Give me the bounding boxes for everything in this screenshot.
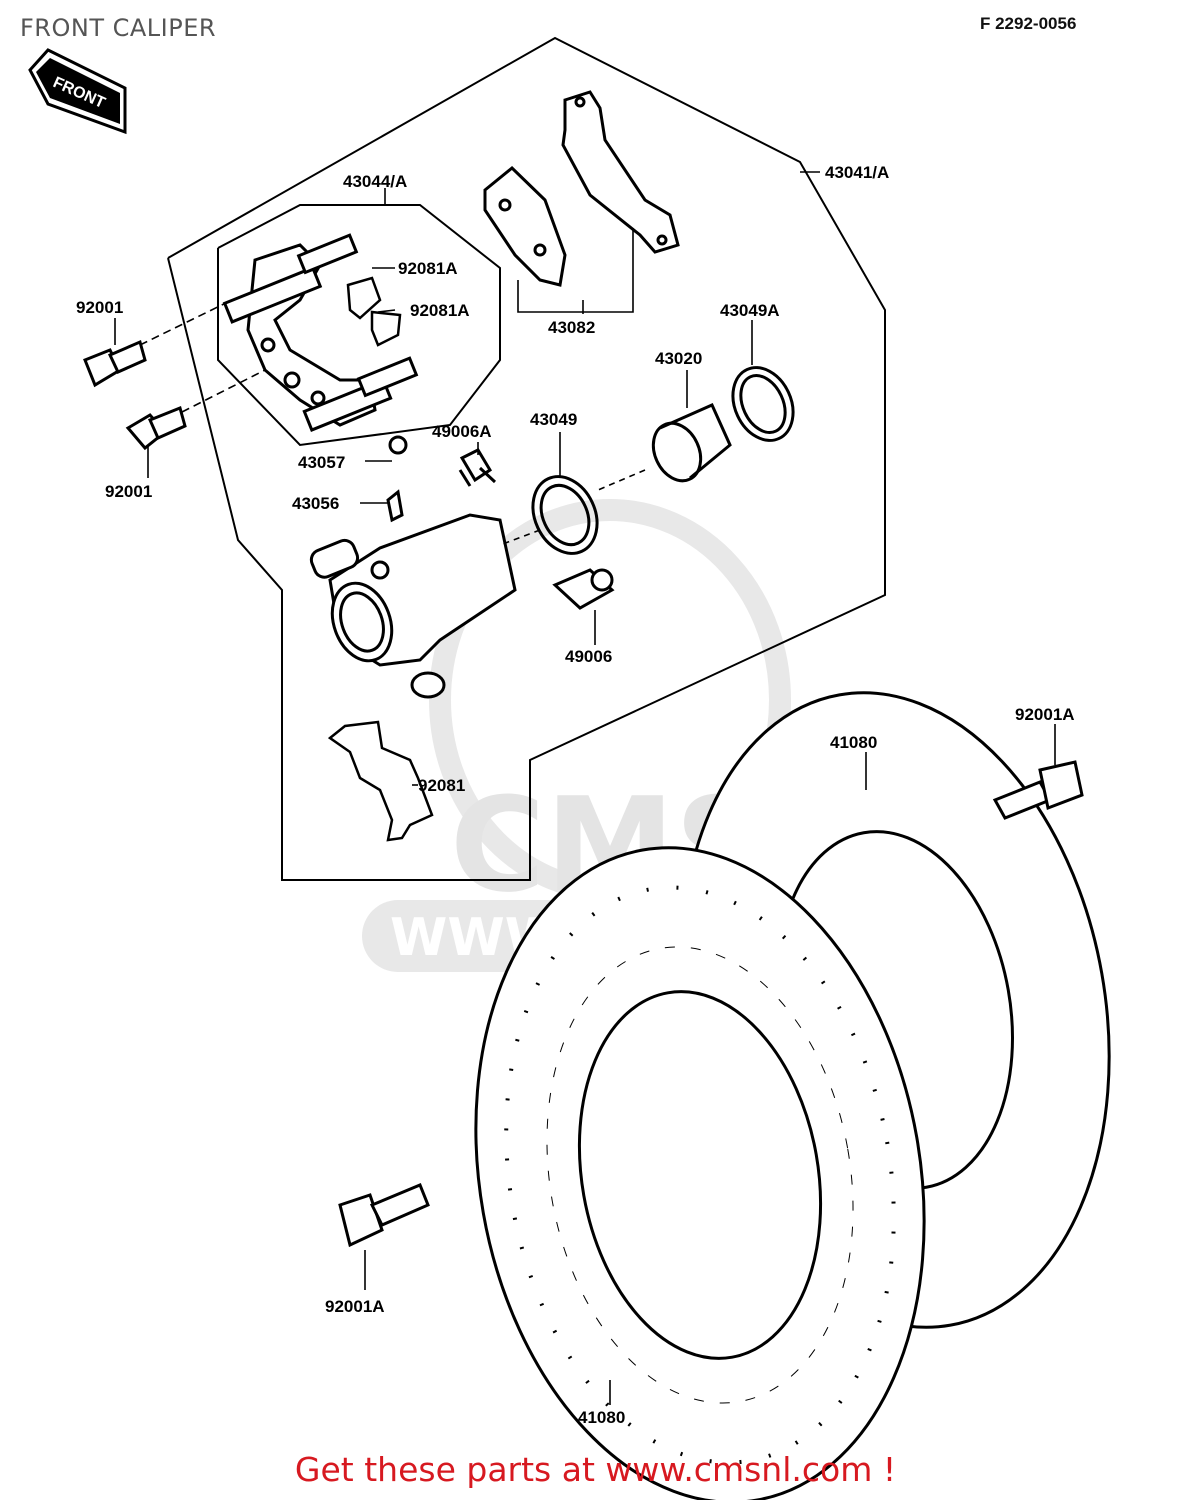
label-41080-rear: 41080 xyxy=(830,733,877,752)
label-43044A: 43044/A xyxy=(343,172,407,191)
label-43049: 43049 xyxy=(530,410,577,429)
caliper-assembly-outline xyxy=(167,36,886,881)
spring-plate xyxy=(327,720,434,842)
label-43056: 43056 xyxy=(292,494,339,513)
label-92001-lower: 92001 xyxy=(105,482,152,501)
footer-link-text[interactable]: Get these parts at www.cmsnl.com ! xyxy=(294,1450,897,1489)
caliper-body xyxy=(309,489,615,699)
caliper-bracket xyxy=(222,233,419,432)
disc-bolts xyxy=(338,760,1084,1248)
label-49006: 49006 xyxy=(565,647,612,666)
label-92081: 92081 xyxy=(418,776,465,795)
pad-spring-clips xyxy=(346,276,402,347)
piston-and-seals xyxy=(388,366,795,555)
label-92001-upper: 92001 xyxy=(76,298,123,317)
label-43041A: 43041/A xyxy=(825,163,889,182)
page-title: FRONT CALIPER xyxy=(20,14,217,42)
label-43020: 43020 xyxy=(655,349,702,368)
part-labels: 43041/A 43044/A 92001 92001 92081A 92081… xyxy=(76,163,1075,1427)
front-arrow: FRONT xyxy=(28,48,127,135)
brake-pads xyxy=(483,90,680,287)
label-43082: 43082 xyxy=(548,318,595,337)
label-43057: 43057 xyxy=(298,453,345,472)
label-43049A: 43049A xyxy=(720,301,780,320)
label-92081A-a: 92081A xyxy=(398,259,458,278)
label-41080-front: 41080 xyxy=(578,1408,625,1427)
label-92001A-lower: 92001A xyxy=(325,1297,385,1316)
label-92081A-b: 92081A xyxy=(410,301,470,320)
label-92001A-upper: 92001A xyxy=(1015,705,1075,724)
figure-code: F 2292-0056 xyxy=(980,14,1077,33)
bracket-bolts xyxy=(83,339,187,451)
label-49006A: 49006A xyxy=(432,422,492,441)
leader-lines xyxy=(114,171,1056,1405)
bracket-assembly-outline xyxy=(217,204,501,447)
